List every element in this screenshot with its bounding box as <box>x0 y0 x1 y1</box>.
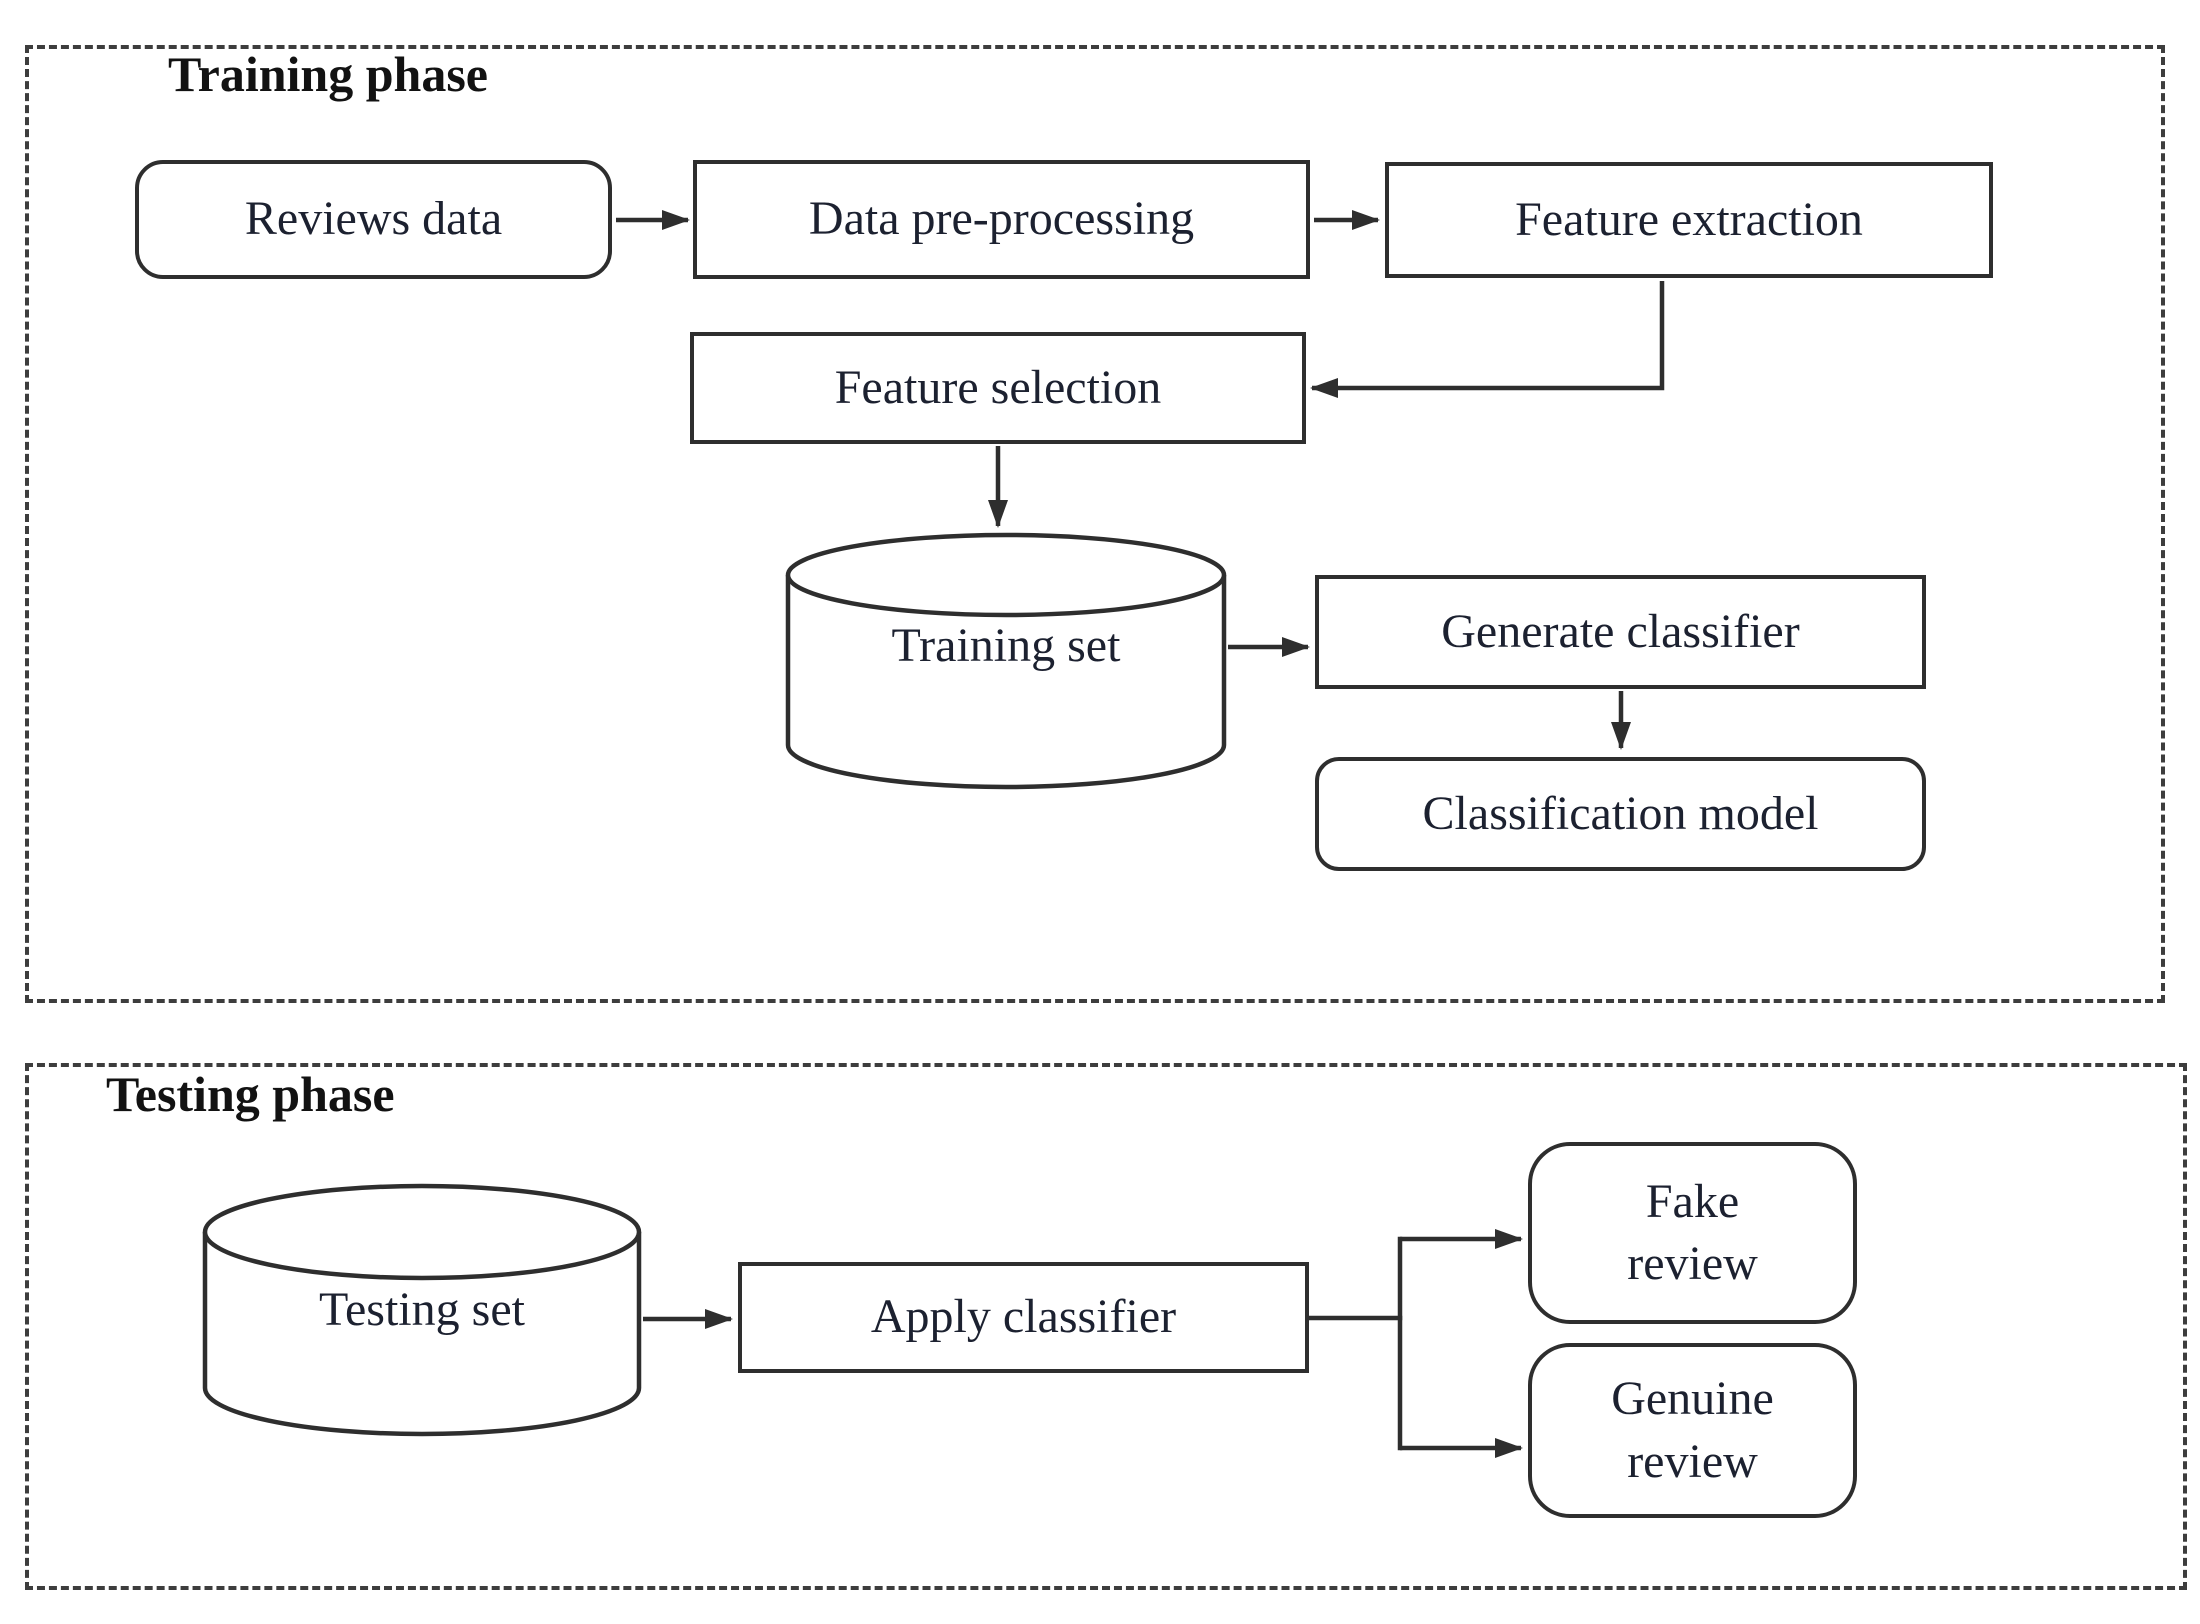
node-genuine-review: Genuine review <box>1528 1343 1857 1518</box>
node-generate-classifier: Generate classifier <box>1315 575 1926 689</box>
node-feature-selection: Feature selection <box>690 332 1306 444</box>
training-phase-box <box>25 45 2165 1003</box>
node-classification-model: Classification model <box>1315 757 1926 871</box>
testing-set-label: Testing set <box>319 1283 525 1336</box>
node-feature-extraction: Feature extraction <box>1385 162 1993 278</box>
node-data-preprocessing: Data pre-processing <box>693 160 1310 279</box>
node-apply-classifier: Apply classifier <box>738 1262 1309 1373</box>
node-reviews-data: Reviews data <box>135 160 612 279</box>
training-phase-title: Training phase <box>168 46 488 102</box>
training-set-label: Training set <box>891 619 1121 672</box>
node-fake-review: Fake review <box>1528 1142 1857 1324</box>
testing-phase-title: Testing phase <box>106 1066 395 1122</box>
testing-phase-box <box>25 1063 2187 1590</box>
